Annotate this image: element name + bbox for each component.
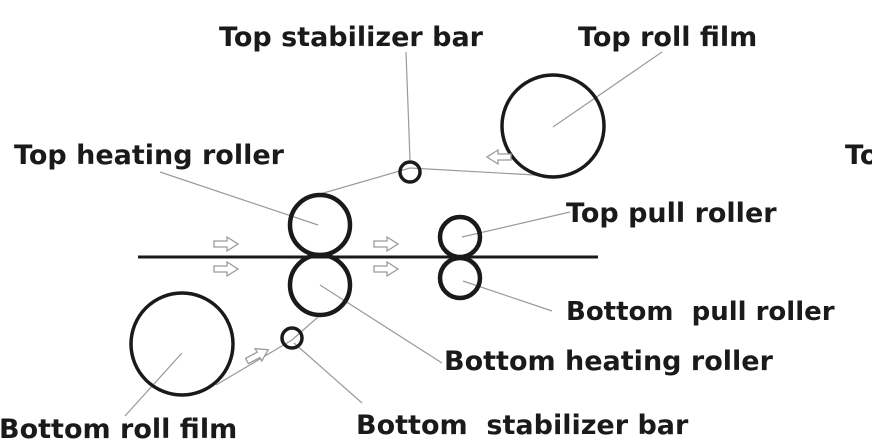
bottom-roll-film-roller xyxy=(129,291,235,397)
bottom-film-path-lower xyxy=(291,316,319,341)
label-top-pull-roller: Top pull roller xyxy=(566,198,777,229)
top-roll-film-roller xyxy=(500,73,606,179)
label-bottom-pull-roller: Bottom pull roller xyxy=(566,297,835,327)
top-heating-roller xyxy=(287,192,353,258)
leader-top-roll-film xyxy=(552,51,663,128)
arrow-up-right-icon xyxy=(244,347,270,365)
leader-top-stabilizer-bar xyxy=(405,51,411,161)
leader-bottom-stabilizer-bar xyxy=(293,342,363,404)
top-pull-roller xyxy=(437,214,483,260)
arrow-right-icon xyxy=(213,235,240,253)
top-film-path xyxy=(319,167,411,195)
label-bottom-stabilizer-bar: Bottom stabilizer bar xyxy=(356,410,689,441)
leader-bottom-heating-roller xyxy=(319,284,443,364)
arrow-left-icon xyxy=(485,148,512,166)
bottom-pull-roller xyxy=(437,255,483,301)
leader-top-heating-roller xyxy=(159,171,319,226)
label-bottom-roll-film: Bottom roll film xyxy=(0,414,238,445)
top-stabilizer-bar-roller xyxy=(398,160,422,184)
label-top-roll-film: Top roll film xyxy=(578,22,758,53)
bottom-heating-roller xyxy=(287,252,353,318)
arrow-right-icon xyxy=(373,235,400,253)
bottom-film-path xyxy=(215,339,293,386)
top-film-path-upper xyxy=(409,167,554,177)
arrow-right-icon xyxy=(213,260,240,278)
arrow-right-icon xyxy=(373,260,400,278)
label-top-stabilizer-bar: Top stabilizer bar xyxy=(219,22,484,53)
label-top-heating-roller: Top heating roller xyxy=(14,140,284,171)
bottom-stabilizer-bar-roller xyxy=(280,326,304,350)
label-bottom-heating-roller: Bottom heating roller xyxy=(444,346,773,377)
label-cut-off: To xyxy=(845,140,872,171)
